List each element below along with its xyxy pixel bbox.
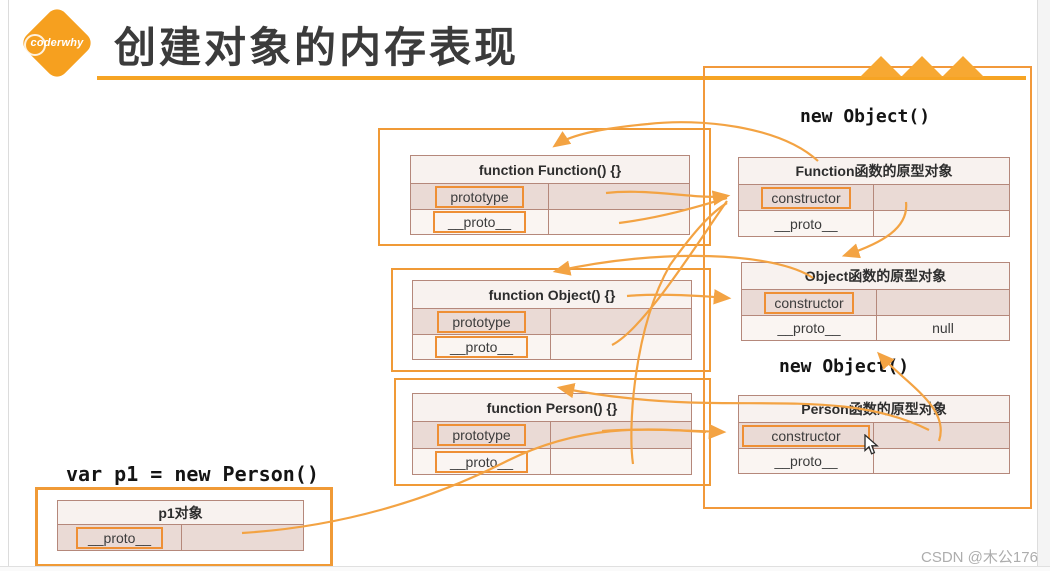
watermark: CSDN @木公176 bbox=[921, 549, 1038, 566]
title-underline bbox=[97, 76, 1026, 80]
prototype-label: prototype bbox=[437, 424, 526, 446]
function-function-group-outline bbox=[378, 128, 711, 246]
proto-value-cell bbox=[549, 210, 689, 234]
prototype-value-cell bbox=[551, 422, 691, 448]
triangle-decoration-icon bbox=[860, 56, 902, 77]
proto-label: __proto__ bbox=[432, 211, 527, 233]
object-prototype-object-box: Object函数的原型对象 constructor __proto__ null bbox=[741, 262, 1010, 341]
page-bottom-edge bbox=[0, 566, 1050, 571]
table-title: Person函数的原型对象 bbox=[739, 396, 1009, 422]
proto-label: __proto__ bbox=[742, 316, 877, 340]
function-object-box: function Object() {} prototype __proto__ bbox=[412, 280, 692, 360]
constructor-value-cell bbox=[877, 290, 1009, 315]
constructor-label: constructor bbox=[764, 291, 854, 314]
proto-label: __proto__ bbox=[434, 336, 529, 358]
table-title: function Object() {} bbox=[413, 281, 691, 308]
code-new-object-top: new Object() bbox=[800, 106, 931, 127]
proto-value-cell bbox=[551, 449, 691, 474]
table-title: function Function() {} bbox=[411, 156, 689, 183]
logo-ring-icon bbox=[24, 34, 46, 56]
proto-label: __proto__ bbox=[739, 211, 874, 236]
p1-object-box: p1对象 __proto__ bbox=[57, 500, 304, 551]
page-title: 创建对象的内存表现 bbox=[114, 24, 520, 71]
proto-label: __proto__ bbox=[434, 450, 529, 473]
triangle-decoration-icon bbox=[942, 56, 984, 77]
constructor-value-cell bbox=[874, 185, 1009, 210]
table-title: Function函数的原型对象 bbox=[739, 158, 1009, 184]
code-new-object-bottom: new Object() bbox=[779, 356, 910, 377]
constructor-value-cell bbox=[874, 423, 1009, 448]
constructor-label: constructor bbox=[761, 186, 851, 209]
proto-label: __proto__ bbox=[739, 449, 874, 473]
logo-text: coderwhy bbox=[30, 37, 84, 49]
prototype-label: prototype bbox=[435, 185, 524, 208]
mouse-pointer-icon bbox=[864, 434, 879, 455]
triangle-decoration-icon bbox=[901, 56, 943, 77]
constructor-label: constructor bbox=[742, 424, 870, 447]
proto-value-cell bbox=[551, 335, 691, 359]
table-title: p1对象 bbox=[58, 501, 303, 524]
table-title: function Person() {} bbox=[413, 394, 691, 421]
proto-value-cell bbox=[874, 449, 1009, 473]
proto-value-cell bbox=[874, 211, 1009, 236]
page-right-edge bbox=[1037, 0, 1050, 571]
proto-null-value: null bbox=[877, 316, 1009, 340]
prototype-label: prototype bbox=[437, 310, 526, 333]
prototype-value-cell bbox=[551, 309, 691, 334]
function-function-box: function Function() {} prototype __proto… bbox=[410, 155, 690, 235]
proto-value-cell bbox=[182, 525, 303, 550]
function-person-box: function Person() {} prototype __proto__ bbox=[412, 393, 692, 475]
code-var-p1: var p1 = new Person() bbox=[66, 462, 319, 486]
prototype-value-cell bbox=[549, 184, 689, 209]
table-title: Object函数的原型对象 bbox=[742, 263, 1009, 289]
function-prototype-object-box: Function函数的原型对象 constructor __proto__ bbox=[738, 157, 1010, 237]
proto-label: __proto__ bbox=[75, 526, 164, 549]
page-left-edge bbox=[8, 0, 9, 571]
